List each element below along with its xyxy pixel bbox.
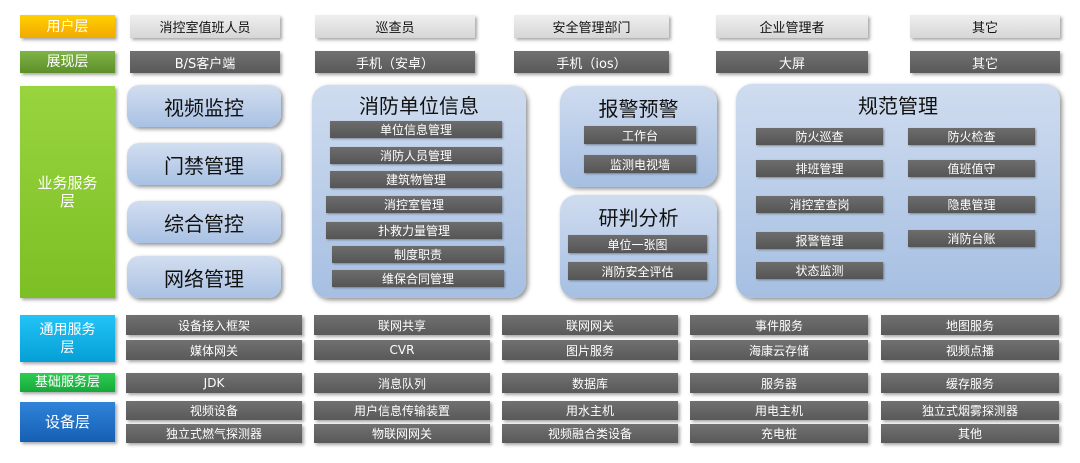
common-service-cell: 视频点播 [881, 340, 1059, 360]
alarm-warning-panel: 报警预警 工作台 监测电视墙 [560, 86, 717, 187]
user-cell: 安全管理部门 [514, 15, 669, 38]
terminal-cell: B/S客户端 [130, 51, 280, 73]
device-cell: 独立式烟雾探测器 [881, 401, 1059, 420]
device-cell: 其他 [881, 424, 1059, 443]
access-control-module: 门禁管理 [127, 143, 281, 185]
analysis-item: 单位一张图 [568, 235, 707, 253]
analysis-panel: 研判分析 单位一张图 消防安全评估 [560, 195, 717, 298]
fire-unit-info-item: 单位信息管理 [330, 121, 502, 138]
common-service-cell: 设备接入框架 [126, 315, 302, 335]
layer-label-user: 用户层 [20, 15, 115, 38]
basic-service-cell: 消息队列 [314, 373, 490, 393]
fire-unit-info-item: 消控室管理 [326, 196, 502, 213]
basic-service-cell: JDK [126, 373, 302, 393]
layer-label-presentation: 展现层 [20, 51, 115, 73]
terminal-cell: 手机（安卓） [315, 51, 475, 73]
standard-management-item: 报警管理 [756, 232, 883, 249]
basic-service-cell: 缓存服务 [881, 373, 1059, 393]
standard-management-item: 消防台账 [908, 230, 1035, 247]
common-service-cell: 地图服务 [881, 315, 1059, 335]
alarm-warning-item: 工作台 [584, 126, 696, 144]
basic-service-cell: 数据库 [502, 373, 678, 393]
layer-label-common: 通用服务 层 [20, 315, 115, 362]
common-service-cell: CVR [314, 340, 490, 360]
common-service-cell: 联网共享 [314, 315, 490, 335]
user-cell: 其它 [910, 15, 1060, 38]
analysis-item: 消防安全评估 [568, 262, 707, 280]
user-cell: 消控室值班人员 [130, 15, 280, 38]
alarm-warning-item: 监测电视墙 [584, 155, 696, 173]
layer-label-basic: 基础服务层 [20, 373, 115, 392]
video-monitor-module: 视频监控 [127, 85, 281, 127]
integrated-control-module: 综合管控 [127, 201, 281, 243]
common-service-cell: 联网网关 [502, 315, 678, 335]
device-cell: 充电桩 [690, 424, 868, 443]
standard-management-item: 值班值守 [908, 160, 1035, 177]
fire-unit-info-item: 维保合同管理 [332, 270, 504, 287]
common-service-cell: 图片服务 [502, 340, 678, 360]
terminal-cell: 手机（ios） [514, 51, 669, 73]
common-service-cell: 海康云存储 [690, 340, 868, 360]
standard-management-item: 排班管理 [756, 160, 883, 177]
device-cell: 视频融合类设备 [502, 424, 678, 443]
layer-label-business: 业务服务 层 [20, 86, 115, 298]
user-cell: 企业管理者 [716, 15, 868, 38]
device-cell: 用水主机 [502, 401, 678, 420]
device-cell: 独立式燃气探测器 [126, 424, 302, 443]
terminal-cell: 其它 [910, 51, 1060, 73]
standard-management-item: 消控室查岗 [756, 196, 883, 213]
analysis-title: 研判分析 [598, 206, 679, 230]
network-management-module: 网络管理 [127, 256, 281, 298]
layer-label-device: 设备层 [20, 402, 115, 442]
fire-unit-info-item: 制度职责 [332, 246, 504, 263]
standard-management-panel: 规范管理 防火巡查 排班管理 消控室查岗 报警管理 状态监测 防火检查 值班值守… [736, 84, 1060, 298]
device-cell: 用户信息传输装置 [314, 401, 490, 420]
standard-management-title: 规范管理 [858, 94, 938, 118]
terminal-cell: 大屏 [716, 51, 868, 73]
standard-management-item: 状态监测 [756, 262, 883, 279]
fire-unit-info-item: 消防人员管理 [330, 147, 502, 164]
common-service-cell: 媒体网关 [126, 340, 302, 360]
device-cell: 视频设备 [126, 401, 302, 420]
common-service-cell: 事件服务 [690, 315, 868, 335]
standard-management-item: 防火巡查 [756, 128, 883, 145]
alarm-warning-title: 报警预警 [598, 97, 679, 121]
fire-unit-info-panel: 消防单位信息 单位信息管理 消防人员管理 建筑物管理 消控室管理 扑救力量管理 … [312, 85, 526, 298]
user-cell: 巡查员 [315, 15, 475, 38]
device-cell: 用电主机 [690, 401, 868, 420]
standard-management-item: 防火检查 [908, 128, 1035, 145]
fire-unit-info-item: 扑救力量管理 [326, 222, 502, 239]
device-cell: 物联网网关 [314, 424, 490, 443]
fire-unit-info-item: 建筑物管理 [330, 171, 502, 188]
fire-unit-info-title: 消防单位信息 [359, 94, 479, 118]
standard-management-item: 隐患管理 [908, 196, 1035, 213]
basic-service-cell: 服务器 [690, 373, 868, 393]
